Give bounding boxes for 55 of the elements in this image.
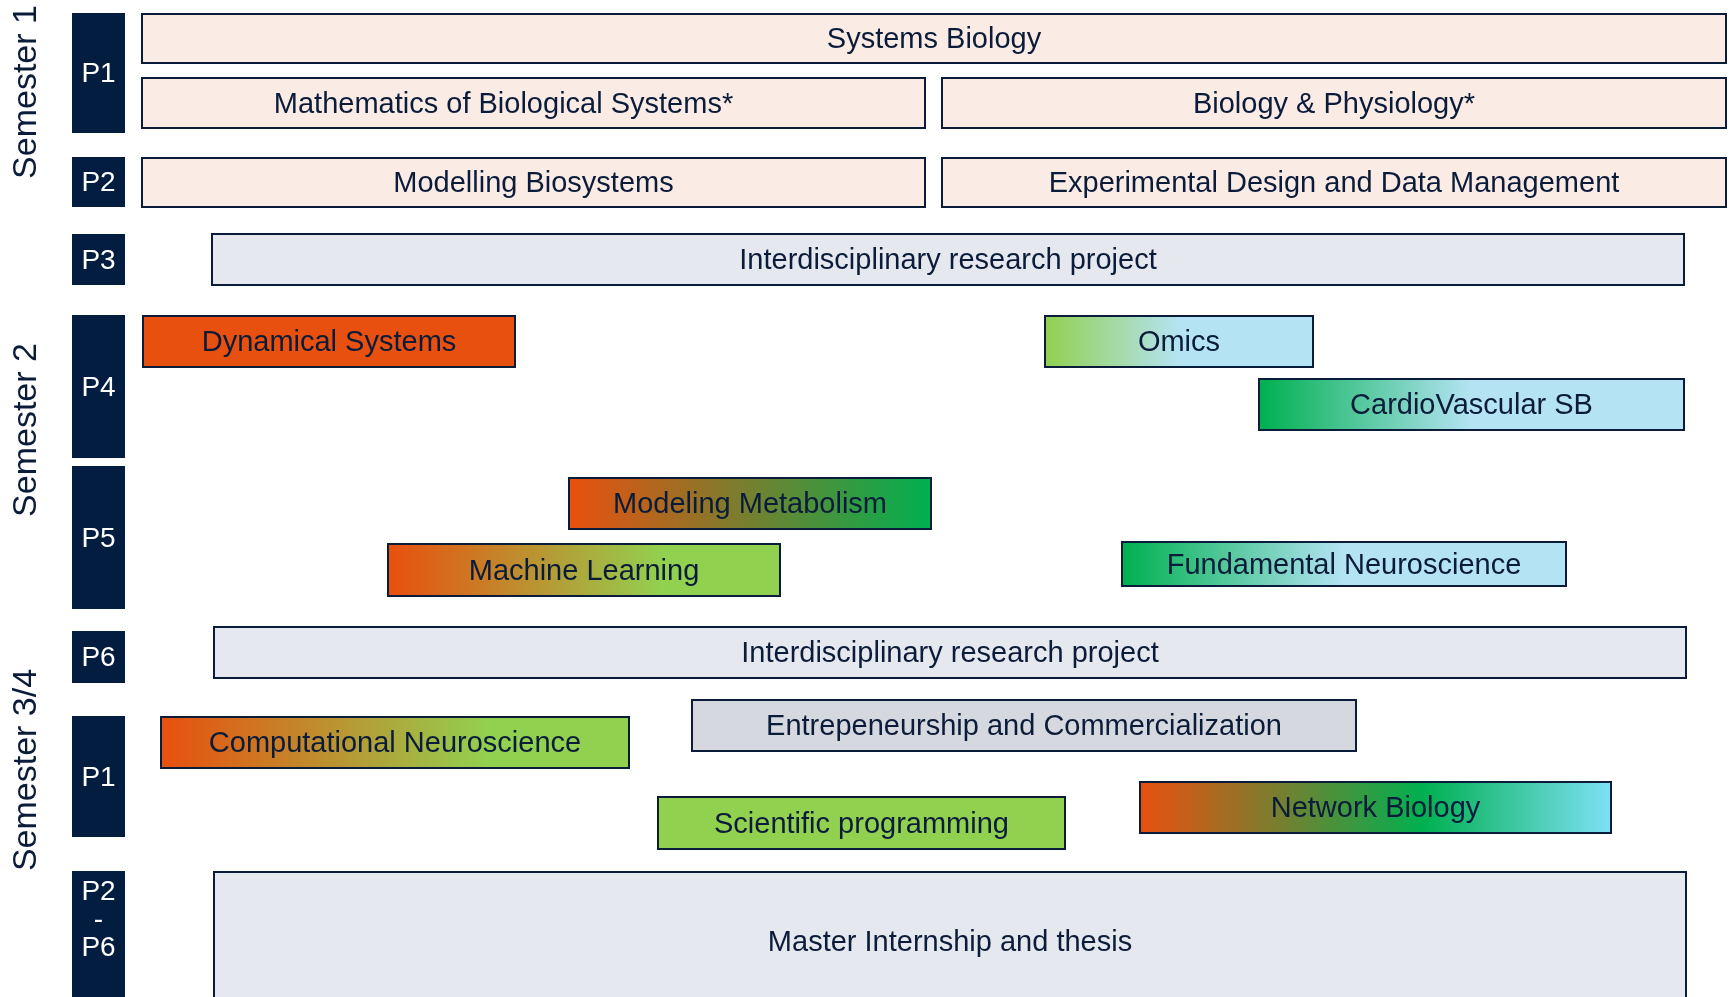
course-title: Dynamical Systems — [201, 325, 457, 358]
period-label: P5 — [81, 521, 116, 554]
semester-label: Semester 2 — [4, 343, 44, 517]
course-title: Modeling Metabolism — [613, 487, 887, 520]
course-title: Computational Neuroscience — [208, 726, 582, 759]
course-title: Fundamental Neuroscience — [1166, 547, 1522, 581]
period-tag — [72, 871, 125, 997]
course-bar — [1139, 781, 1612, 834]
course-title: Modelling Biosystems — [393, 166, 674, 199]
period-tag — [72, 157, 125, 207]
course-title: Interdisciplinary research project — [741, 636, 1159, 669]
period-label: P2 — [81, 166, 116, 198]
course-title: Scientific programming — [714, 806, 1009, 840]
period-tag — [72, 315, 125, 458]
course-bar — [142, 315, 516, 368]
period-tag — [72, 716, 125, 837]
course-bar — [1121, 541, 1567, 587]
period-label: P1 — [81, 57, 116, 89]
period-label: P3 — [81, 243, 116, 276]
period-label: P4 — [81, 370, 116, 403]
course-bar — [141, 13, 1727, 64]
course-title: Interdisciplinary research project — [739, 243, 1157, 276]
period-label: P6 — [81, 641, 116, 673]
period-tag — [72, 631, 125, 683]
period-label: P1 — [81, 760, 116, 793]
course-bar — [1258, 378, 1685, 431]
semester-label: Semester 1 — [4, 5, 44, 179]
period-label: P2 - P6 — [80, 877, 117, 961]
course-title: Experimental Design and Data Management — [1048, 166, 1620, 199]
course-bar — [141, 77, 926, 129]
course-bar — [213, 626, 1687, 679]
period-tag — [72, 234, 125, 285]
period-tag — [72, 13, 125, 133]
course-bar — [1044, 315, 1314, 368]
course-title: Entrepeneurship and Commercialization — [766, 709, 1282, 742]
course-bar — [941, 77, 1727, 129]
course-bar — [387, 543, 781, 597]
course-title: Network Biology — [1270, 791, 1481, 824]
course-bar — [211, 233, 1685, 286]
course-title: Mathematics of Biological Systems* — [273, 86, 734, 120]
course-bar — [691, 699, 1357, 752]
course-bar — [657, 796, 1066, 850]
course-title: Master Internship and thesis — [767, 924, 1133, 958]
course-title: Machine Learning — [468, 553, 700, 587]
course-title: CardioVascular SB — [1350, 388, 1593, 421]
course-title: Biology & Physiology* — [1192, 86, 1476, 120]
course-bar — [941, 157, 1727, 208]
semester-label: Semester 3/4 — [4, 668, 44, 872]
course-bar — [213, 871, 1687, 997]
course-bar — [568, 477, 932, 530]
period-tag — [72, 466, 125, 609]
course-bar — [160, 716, 630, 769]
course-title: Systems Biology — [826, 22, 1042, 55]
course-title: Omics — [1137, 325, 1221, 358]
course-bar — [141, 157, 926, 208]
